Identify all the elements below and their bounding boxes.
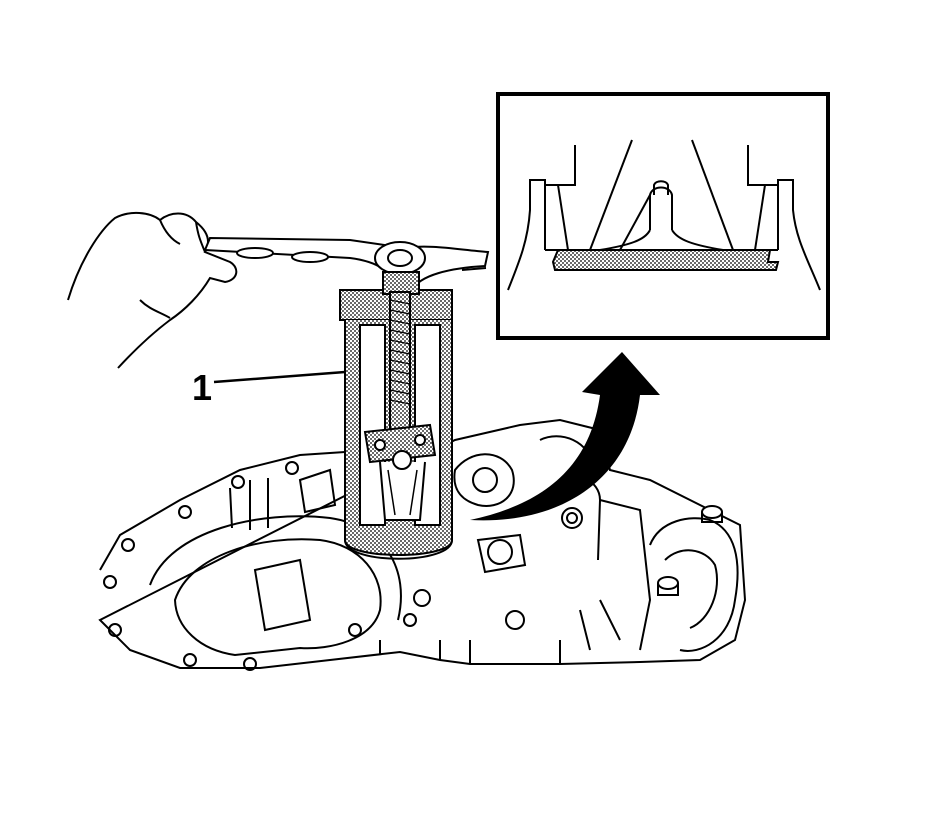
- callout-leader-line: [213, 370, 346, 384]
- detail-arrow: [470, 352, 660, 521]
- callout-number-1: 1: [192, 367, 212, 408]
- hand: [67, 212, 238, 369]
- callout-1: 1: [192, 367, 346, 408]
- flange-bolt-holes: [103, 461, 417, 671]
- detail-inset-frame: [496, 92, 830, 340]
- wrench: [203, 236, 490, 291]
- bearing-puller-tool: [339, 271, 453, 560]
- case-bolt: [701, 505, 723, 523]
- detail-inset-view: [496, 92, 830, 340]
- case-bolt: [657, 576, 679, 596]
